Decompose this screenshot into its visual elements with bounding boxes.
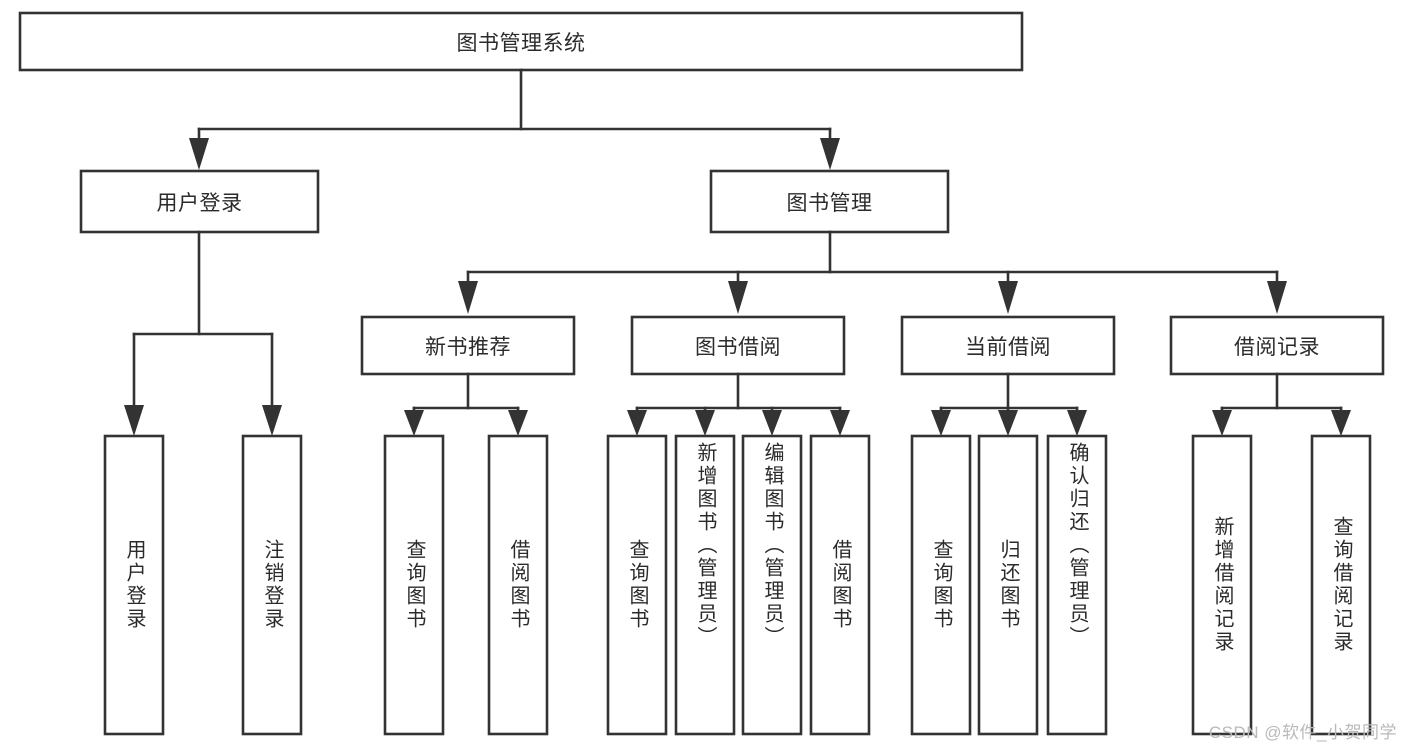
arrow-head-borrow-records [1267, 281, 1287, 314]
csdn-watermark: CSDN @软件_小贺同学 [1208, 723, 1397, 742]
node-leaf-edit-book-box[interactable] [741, 434, 803, 736]
node-leaf-query-book-3-box[interactable] [910, 434, 972, 736]
arrow-head-leaf-current-borrow-2 [998, 410, 1018, 436]
node-leaf-borrow-book-2-box[interactable] [809, 434, 871, 736]
arrow-head-leaf-current-borrow-3 [1067, 410, 1087, 436]
node-leaf-query-record-box[interactable] [1310, 434, 1372, 736]
arrow-head-user-login [189, 138, 209, 170]
arrow-head-leaf-borrow-records-2 [1331, 410, 1351, 436]
arrow-head-leaf-book-borrow-1 [627, 410, 647, 436]
node-current-borrow-box[interactable] [900, 315, 1116, 376]
arrow-head-new-book [458, 281, 478, 314]
arrow-head-leaf-book-borrow-2 [695, 410, 715, 436]
arrow-head-leaf-borrow-records-1 [1212, 410, 1232, 436]
arrow-head-book-borrow [728, 281, 748, 314]
node-book-manage-box[interactable] [709, 169, 950, 234]
arrow-head-leaf-current-borrow-1 [931, 410, 951, 436]
node-leaf-user-login-box[interactable] [103, 434, 165, 736]
arrow-head-leaf-new-book-2 [508, 410, 528, 436]
arrow-head-leaf-book-borrow-4 [830, 410, 850, 436]
node-leaf-add-record-box[interactable] [1191, 434, 1253, 736]
node-root-box[interactable] [18, 11, 1024, 72]
arrow-head-leaf-new-book-1 [404, 410, 424, 436]
node-leaf-query-book-1-box[interactable] [383, 434, 445, 736]
node-leaf-logout-box[interactable] [241, 434, 303, 736]
node-leaf-query-book-2-box[interactable] [606, 434, 668, 736]
node-leaf-return-book-box[interactable] [977, 434, 1039, 736]
node-leaf-borrow-book-1-box[interactable] [487, 434, 549, 736]
arrow-head-leaf-user-login-1 [124, 405, 144, 436]
node-user-login-box[interactable] [79, 169, 320, 234]
node-book-borrow-box[interactable] [630, 315, 846, 376]
node-leaf-add-book-box[interactable] [674, 434, 736, 736]
node-borrow-records-box[interactable] [1169, 315, 1385, 376]
arrow-head-leaf-book-borrow-3 [762, 410, 782, 436]
arrow-head-leaf-user-login-2 [262, 405, 282, 436]
node-leaf-confirm-return-box[interactable] [1046, 434, 1108, 736]
arrow-head-book-manage [820, 138, 840, 170]
node-new-book-recommend-box[interactable] [360, 315, 576, 376]
arrow-head-current-borrow [998, 281, 1018, 314]
